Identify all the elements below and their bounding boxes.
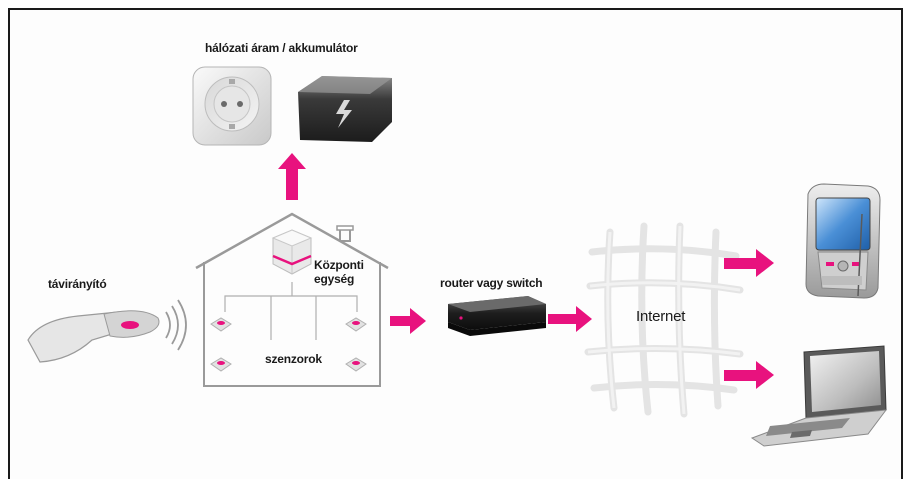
- battery-icon: [298, 76, 392, 142]
- sensor-icon: [210, 357, 232, 372]
- sensor-icon: [210, 317, 232, 332]
- sensors-label: szenzorok: [265, 352, 322, 366]
- arrow-up: [278, 153, 306, 200]
- smartphone-icon: [805, 183, 881, 299]
- frame-border: [8, 8, 903, 479]
- central-unit-label-line2: egység: [314, 272, 355, 286]
- laptop-icon: [750, 345, 888, 447]
- remote-label: távirányító: [48, 277, 107, 291]
- sensor-icon: [345, 317, 367, 332]
- power-socket-icon: [192, 66, 272, 146]
- central-unit-label-line1: Központi: [314, 258, 364, 272]
- arrow-router-internet: [548, 306, 592, 332]
- internet-mesh-highlight: [587, 225, 741, 415]
- internet-label: Internet: [636, 308, 686, 325]
- router-icon: [448, 296, 546, 336]
- central-unit-icon: [271, 229, 313, 275]
- arrow-to-laptop: [724, 361, 774, 389]
- arrow-house-router: [390, 308, 426, 334]
- central-unit-label: Központi egység: [314, 258, 364, 286]
- power-label: hálózati áram / akkumulátor: [205, 41, 358, 55]
- sensor-icon: [345, 357, 367, 372]
- router-label: router vagy switch: [440, 276, 543, 290]
- arrow-to-smartphone: [724, 249, 774, 277]
- house-outline: [195, 212, 389, 387]
- remote-control-icon: [27, 299, 187, 363]
